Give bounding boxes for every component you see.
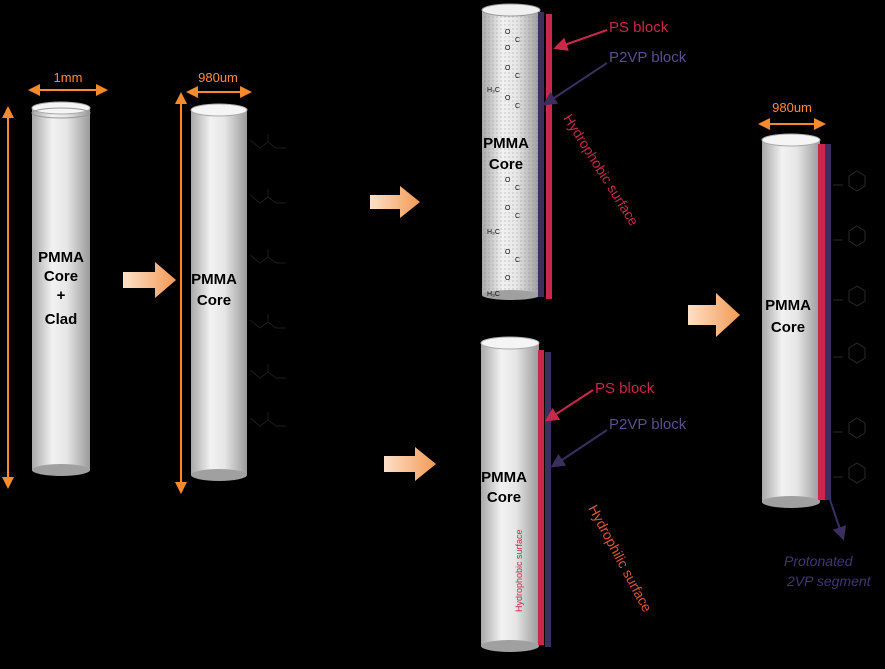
step1-width-label: 1mm [54, 70, 83, 85]
chem-c-4: C [515, 185, 520, 192]
chem-o-2: O [505, 45, 511, 52]
process-arrow-1 [123, 262, 176, 298]
step4-width-label: 980um [772, 100, 812, 115]
step4-segment-line-2: 2VP segment [786, 573, 872, 589]
step1-core-line-1: PMMA [38, 249, 84, 266]
step3-bottom-ps-pointer [544, 389, 594, 422]
step4-segment-line-1: Protonated [784, 553, 854, 569]
step3-bottom-p2vp-layer [545, 352, 551, 647]
chem-methyl-2: H₃C [487, 229, 500, 236]
step3-top-ps-pointer [553, 29, 608, 51]
step4-ps-layer [818, 144, 825, 500]
step2-core-line-1: PMMA [191, 271, 237, 288]
step2-width-label: 980um [198, 70, 238, 85]
step1-clad-ring [31, 107, 91, 119]
step3-top-cylinder-top [481, 3, 541, 17]
step4-core-line-2: Core [771, 319, 805, 336]
step3-top-ps-label: PS block [609, 19, 669, 36]
step3-bottom-surface-label: Hydrophilic surface [585, 502, 655, 615]
process-arrow-2 [370, 186, 420, 218]
chem-c-3: C [515, 103, 520, 110]
step3-bottom-p2vp-label: P2VP block [609, 416, 687, 433]
step3-top-ester-groups: O C O O C H₃C O C O C O C H₃C O C O H₃C [487, 29, 520, 298]
step3-top-core-line-2: Core [489, 156, 523, 173]
chem-o-7: O [505, 249, 511, 256]
step2-cylinder-bottom [191, 469, 247, 481]
process-arrow-4 [688, 293, 740, 337]
step2-ester-groups [249, 134, 286, 427]
step2-core-line-2: Core [197, 292, 231, 309]
step2-cylinder-top [190, 103, 248, 117]
chem-methyl-1: H₃C [487, 87, 500, 94]
step3-bottom-core-line-1: PMMA [481, 469, 527, 486]
step3-top-texture [482, 10, 540, 295]
step3-top-cylinder-bottom [482, 290, 540, 300]
process-arrow-3 [384, 447, 436, 481]
chem-c-5: C [515, 213, 520, 220]
step3-top-p2vp-pointer [542, 62, 608, 106]
step3-bottom-fiber: PMMA Core Hydrophobic surface PS block P… [480, 336, 687, 652]
step4-pyridine-rings [833, 170, 866, 484]
chem-o-8: O [505, 275, 511, 282]
chem-c-1: C [515, 37, 520, 44]
step3-bottom-ps-layer [538, 350, 544, 645]
chem-o-5: O [505, 177, 511, 184]
step4-cylinder-body [762, 140, 820, 502]
step4-cylinder-bottom [762, 496, 820, 508]
step1-core-line-2: Core [44, 268, 78, 285]
step3-bottom-inner-label: Hydrophobic surface [514, 529, 524, 612]
chem-methyl-3: H₃C [487, 291, 500, 298]
step4-core-line-1: PMMA [765, 297, 811, 314]
step3-top-fiber: O C O O C H₃C O C O C O C H₃C O C O H₃C … [481, 3, 687, 300]
step3-top-p2vp-layer [538, 12, 544, 297]
chem-o-4: O [505, 95, 511, 102]
step3-top-ps-layer [546, 14, 552, 299]
step1-core-line-4: Clad [45, 311, 78, 328]
step3-bottom-ps-label: PS block [595, 380, 655, 397]
step3-top-surface-label: Hydrophobic surface [560, 111, 642, 229]
step3-bottom-p2vp-pointer [550, 429, 608, 468]
step3-bottom-core-line-2: Core [487, 489, 521, 506]
chem-o-1: O [505, 29, 511, 36]
step1-core-line-3: + [57, 287, 66, 304]
step2-cylinder-body [191, 110, 247, 475]
step4-cylinder-top [761, 133, 821, 147]
step3-top-core-line-1: PMMA [483, 135, 529, 152]
step3-bottom-cylinder-top [480, 336, 540, 350]
chem-o-6: O [505, 205, 511, 212]
step3-bottom-cylinder-body [481, 343, 539, 646]
step1-cylinder-bottom [32, 464, 90, 476]
step3-top-p2vp-label: P2VP block [609, 49, 687, 66]
step4-segment-pointer [829, 499, 846, 541]
chem-c-6: C [515, 257, 520, 264]
step1-cylinder-body [32, 108, 90, 470]
chem-c-2: C [515, 73, 520, 80]
step4-p2vp-layer [825, 144, 831, 500]
step4-fiber: 980um PMMA Core Protonated 2VP segment [758, 100, 872, 589]
step3-bottom-cylinder-bottom [481, 640, 539, 652]
chem-o-3: O [505, 65, 511, 72]
step2-fiber: 980um PMMA Core [175, 70, 286, 494]
step1-fiber: 1mm PMMA Core + Clad [2, 70, 108, 489]
